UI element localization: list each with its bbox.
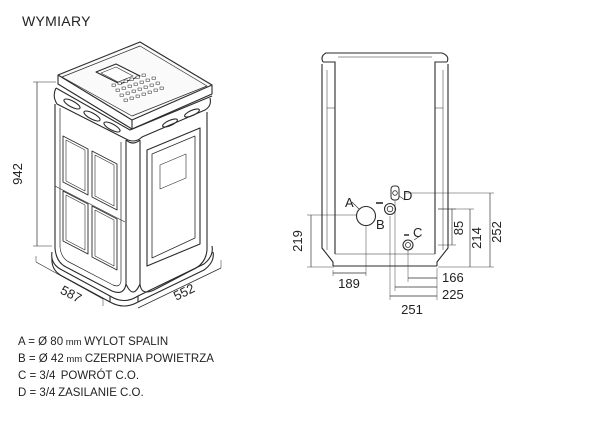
stove-illustration: [51, 41, 214, 307]
marker-c: C: [413, 225, 422, 240]
legend-item-b: B = Ø 42 mm CZERPNIA POWIETRZA: [18, 353, 214, 365]
rear-dimensions: [307, 192, 494, 300]
page-title: WYMIARY: [22, 13, 91, 29]
dim-166: 166: [442, 270, 464, 285]
marker-a: A: [345, 195, 354, 210]
dim-225: 225: [442, 287, 464, 302]
flue-outlet-a: [351, 201, 377, 227]
air-intake-b: [376, 202, 397, 216]
dim-219: 219: [290, 230, 305, 252]
legend-item-c: C = 3/4 POWRÓT C.O.: [18, 370, 140, 382]
dim-214: 214: [469, 227, 484, 249]
stove-dimensions: [33, 81, 222, 309]
side-window: [146, 127, 201, 267]
rear-view-outline: [321, 52, 449, 267]
control-panel: [95, 63, 164, 102]
legend-item-d: D = 3/4 ZASILANIE C.O.: [18, 387, 144, 399]
return-pipe-c: [402, 234, 421, 251]
marker-b: B: [376, 217, 385, 232]
stove-height-label: 942: [10, 163, 25, 185]
dim-252: 252: [489, 221, 504, 243]
dim-251: 251: [401, 302, 423, 317]
dim-85: 85: [451, 221, 466, 235]
dim-189: 189: [338, 276, 360, 291]
connection-legend: A = Ø 80 mm WYLOT SPALIN B = Ø 42 mm CZE…: [18, 334, 214, 402]
marker-d: D: [403, 188, 412, 203]
legend-item-a: A = Ø 80 mm WYLOT SPALIN: [18, 336, 169, 348]
